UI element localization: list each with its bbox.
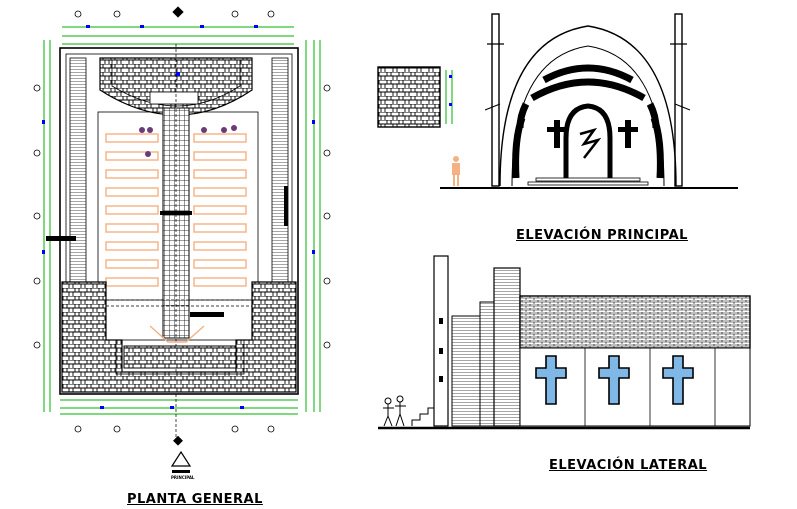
pews-right: [193, 133, 247, 287]
bell-tower: [433, 255, 449, 427]
entrance-symbol: [170, 435, 192, 473]
floor-plan: [33, 6, 331, 473]
front-elevation-title: ELEVACIÓN PRINCIPAL: [516, 228, 688, 243]
plan-title: PLANTA GENERAL: [127, 492, 263, 507]
front-elevation: [377, 13, 738, 189]
scale-figures-side: [383, 395, 406, 427]
compass-marker: [172, 6, 184, 18]
scale-figure: [452, 156, 460, 186]
central-aisle: [162, 107, 190, 339]
main-arch: [499, 25, 677, 187]
arch-bands: [512, 64, 664, 179]
cross-windows: [535, 355, 694, 405]
stone-texture-detail: [377, 66, 441, 128]
entrance-label: PRINCIPAL: [171, 475, 195, 480]
plan-dimension-lines: [43, 26, 321, 415]
side-elevation-title: ELEVACIÓN LATERAL: [549, 458, 708, 473]
axis-markers: [33, 10, 331, 433]
pews-left: [105, 133, 159, 287]
building-outline: [59, 47, 299, 395]
facade-crosses: [547, 120, 638, 148]
people-figures: [139, 125, 237, 157]
roof-tiles: [519, 295, 751, 349]
side-elevation: [378, 255, 751, 430]
blue-ticks: [42, 25, 315, 409]
